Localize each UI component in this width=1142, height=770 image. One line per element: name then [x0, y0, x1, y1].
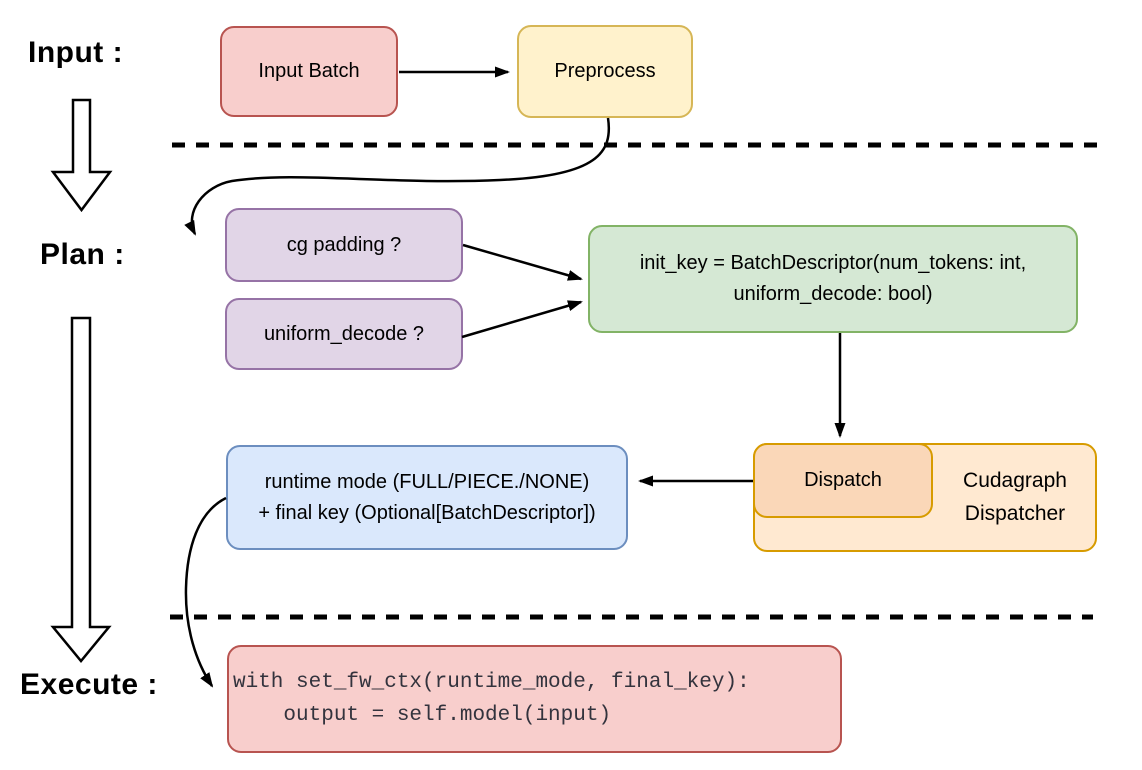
node-input-batch-label: Input Batch	[258, 60, 360, 82]
stage-label-input: Input :	[28, 36, 124, 69]
flow-arrow-input-to-plan	[50, 98, 113, 213]
node-dispatch: Dispatch	[753, 443, 933, 518]
stage-label-plan: Plan :	[40, 238, 125, 271]
arrow-uniform-decode-to-init-key	[461, 300, 583, 339]
node-cudagraph-dispatcher-label: Cudagraph Dispatcher	[963, 468, 1067, 525]
node-cg-padding: cg padding ?	[225, 208, 463, 282]
node-init-key-label: init_key = BatchDescriptor(num_tokens: i…	[639, 252, 1027, 305]
node-preprocess-label: Preprocess	[554, 60, 656, 82]
node-runtime-mode: runtime mode (FULL/PIECE./NONE) + final …	[226, 445, 628, 550]
node-uniform-decode-label: uniform_decode ?	[263, 322, 425, 345]
stage-label-execute: Execute :	[20, 668, 158, 701]
node-preprocess: Preprocess	[517, 25, 693, 118]
node-execute-code: with set_fw_ctx(runtime_mode, final_key)…	[227, 645, 842, 753]
node-uniform-decode: uniform_decode ?	[225, 298, 463, 370]
arrow-runtime-mode-to-execute-code	[184, 496, 227, 688]
node-execute-code-label: with set_fw_ctx(runtime_mode, final_key)…	[233, 671, 750, 727]
node-input-batch: Input Batch	[220, 26, 398, 117]
flow-arrow-plan-to-execute	[50, 316, 112, 663]
node-dispatch-label: Dispatch	[804, 469, 882, 491]
node-cg-padding-label: cg padding ?	[286, 233, 402, 256]
arrow-cg-padding-to-init-key	[462, 243, 583, 281]
node-runtime-mode-label: runtime mode (FULL/PIECE./NONE) + final …	[258, 470, 596, 524]
node-init-key: init_key = BatchDescriptor(num_tokens: i…	[588, 225, 1078, 333]
